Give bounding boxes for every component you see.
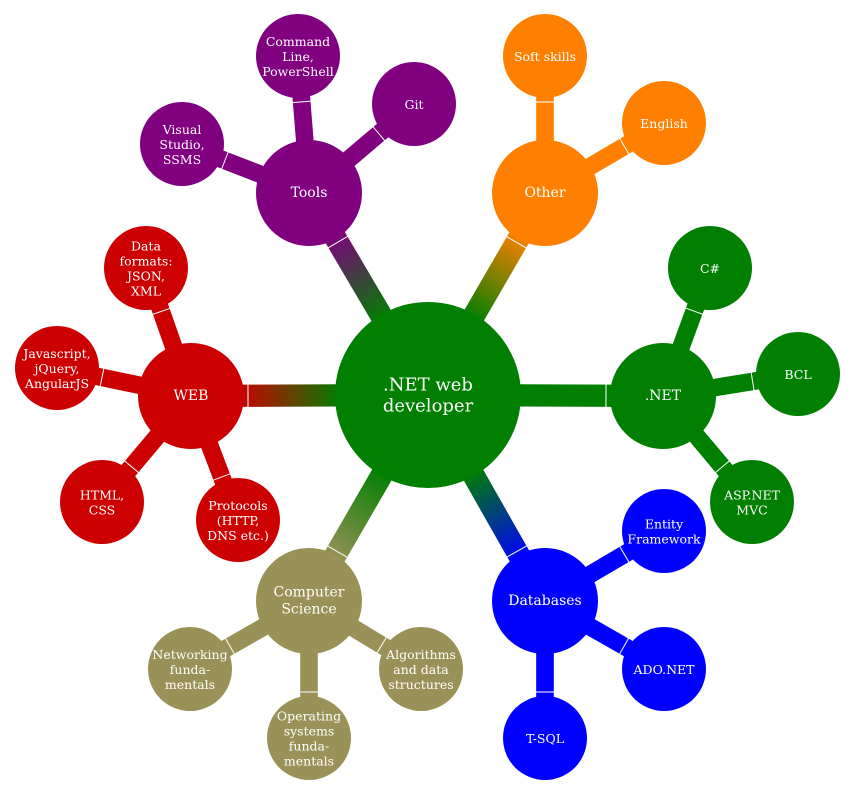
leaf-node-c-label: C# — [700, 261, 720, 276]
leaf-node-asp-net-mvc — [710, 460, 794, 544]
leaf-node-algorithms-and-data-structures — [379, 627, 463, 711]
branch-node-other-label: Other — [524, 185, 565, 201]
leaf-node-ado-net-label: ADO.NET — [633, 662, 696, 677]
root-node — [335, 302, 521, 488]
leaf-node-git — [372, 62, 456, 146]
connector-web-html-css — [116, 423, 170, 484]
connector-dotnet-bcl — [700, 370, 772, 398]
leaf-node-javascript-jquery-angularjs — [15, 326, 99, 410]
leaf-node-git-label: Git — [404, 97, 423, 112]
branch-node-cs — [256, 548, 362, 654]
branch-node-web-label: WEB — [174, 388, 209, 404]
connector-root-databases-tick — [505, 544, 528, 558]
connector-tools-visual-studio-ssms — [206, 148, 274, 185]
leaf-node-bcl — [756, 332, 840, 416]
connector-cs-networking-funda-mentals — [212, 615, 278, 660]
leaf-node-html-css — [60, 460, 144, 544]
leaf-node-soft-skills — [503, 14, 587, 98]
connector-web-protocols-http-dns-etc-tick — [212, 473, 231, 481]
leaf-node-t-sql — [503, 696, 587, 780]
connector-tools-git — [336, 118, 396, 172]
connector-dotnet-bcl-tick — [750, 371, 755, 392]
leaf-node-entity-framework — [622, 489, 706, 573]
connector-other-english — [576, 132, 642, 178]
branch-node-web — [138, 343, 244, 449]
connector-other-english-tick — [619, 137, 630, 155]
connector-root-other-tick — [505, 235, 528, 249]
connector-root-cs-tick — [326, 545, 349, 559]
connector-web-data-formats-json-xml — [149, 293, 185, 361]
connector-tools-command-line-powershell — [292, 83, 315, 155]
leaf-node-javascript-jquery-angularjs-label: Javascript,jQuery,AngularJS — [21, 346, 90, 391]
leaf-node-c — [668, 226, 752, 310]
connector-tools-git-tick — [372, 126, 386, 142]
connector-databases-ado-net-tick — [618, 637, 630, 655]
branch-node-dotnet — [610, 343, 716, 449]
leaf-node-protocols-http-dns-etc-label: Protocols(HTTP,DNS etc.) — [207, 498, 269, 543]
connector-databases-entity-framework-tick — [619, 545, 630, 563]
leaf-node-bcl-label: BCL — [784, 367, 811, 382]
connector-databases-entity-framework — [576, 540, 642, 586]
connector-cs-algorithms-and-data-structures-tick — [376, 636, 388, 654]
connector-tools-visual-studio-ssms-tick — [220, 151, 229, 170]
connector-dotnet-c-tick — [684, 307, 704, 315]
connector-web-html-css-tick — [123, 460, 140, 474]
connector-web-javascript-jquery-angularjs-tick — [99, 367, 105, 388]
connector-layer — [83, 83, 772, 711]
connector-root-other — [460, 222, 533, 331]
connector-root-cs — [321, 459, 396, 572]
leaf-node-t-sql-label: T-SQL — [526, 731, 564, 746]
branch-node-databases-label: Databases — [508, 593, 582, 609]
connector-web-data-formats-json-xml-tick — [151, 307, 171, 316]
branch-node-tools-label: Tools — [291, 185, 328, 201]
connector-cs-networking-funda-mentals-tick — [224, 637, 236, 655]
leaf-node-soft-skills-label: Soft skills — [514, 49, 576, 64]
leaf-node-html-css-label: HTML,CSS — [80, 487, 124, 517]
connector-root-tools-tick — [327, 235, 349, 249]
leaf-node-networking-funda-mentals — [148, 627, 232, 711]
leaf-node-command-line-powershell — [256, 14, 340, 98]
connector-dotnet-asp-net-mvc — [684, 423, 738, 484]
connector-root-databases — [459, 459, 533, 572]
connector-dotnet-c — [670, 292, 707, 361]
connector-web-javascript-jquery-angularjs — [83, 366, 154, 396]
connector-tools-command-line-powershell-tick — [291, 100, 312, 104]
leaf-node-data-formats-json-xml — [104, 226, 188, 310]
branch-node-databases — [492, 548, 598, 654]
leaf-node-visual-studio-ssms — [140, 102, 224, 186]
connector-root-tools — [321, 222, 395, 332]
leaf-node-english-label: English — [640, 116, 688, 131]
connector-databases-ado-net — [576, 615, 642, 660]
branch-node-other — [492, 140, 598, 246]
leaf-node-operating-systems-funda-mentals — [267, 696, 351, 780]
branch-node-tools — [256, 140, 362, 246]
leaf-node-ado-net — [622, 627, 706, 711]
leaf-node-protocols-http-dns-etc — [196, 478, 280, 562]
connector-dotnet-asp-net-mvc-tick — [714, 460, 731, 474]
leaf-node-english — [622, 81, 706, 165]
connector-web-protocols-http-dns-etc — [198, 431, 235, 496]
branch-node-dotnet-label: .NET — [645, 388, 682, 404]
connector-cs-algorithms-and-data-structures — [340, 616, 400, 660]
